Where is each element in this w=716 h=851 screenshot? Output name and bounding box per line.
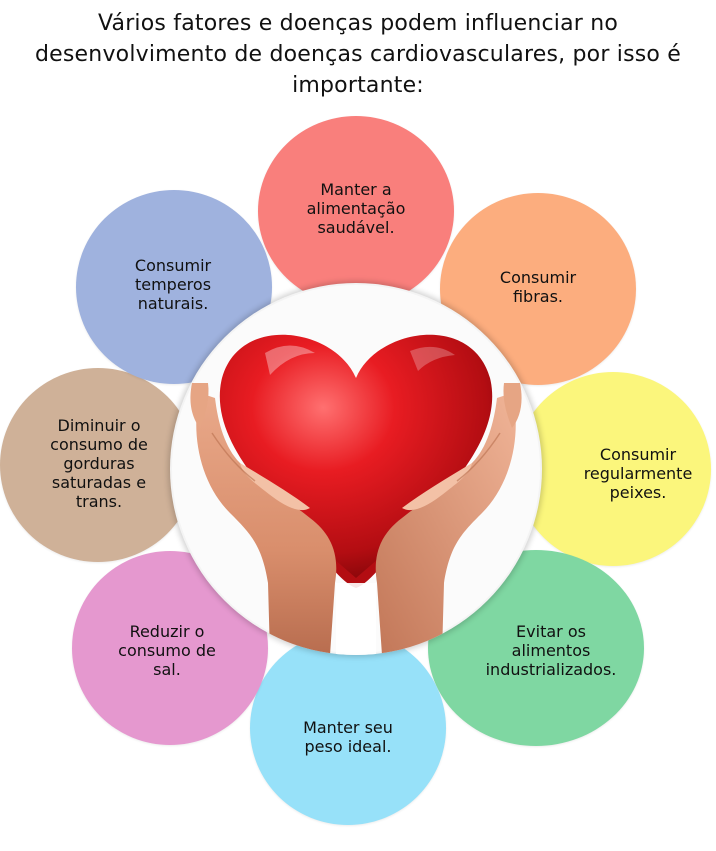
petal-fish-text: Consumir regularmente peixes. (584, 445, 693, 502)
petal-natural-seasoning-text: Consumir temperos naturais. (135, 256, 211, 313)
title-line-1: Vários fatores e doenças podem influenci… (97, 11, 619, 36)
petal-line: regularmente (583, 463, 693, 483)
title-line-2: desenvolvimento de doenças cardiovascula… (35, 42, 681, 67)
petal-line: Diminuir o (57, 415, 141, 435)
petal-line: alimentos (511, 640, 591, 660)
petal-line: saturadas e (51, 472, 147, 492)
petal-line: consumo de (50, 434, 148, 454)
petal-line: Consumir (134, 255, 212, 275)
petal-ideal-weight: Manter seu peso ideal. (250, 631, 446, 825)
petal-line: sal. (153, 659, 181, 679)
petal-saturated-fat: Diminuir o consumo de gorduras saturadas… (0, 368, 196, 562)
petal-fiber-text: Consumir fibras. (500, 268, 576, 306)
petal-line: industrializados. (485, 659, 617, 679)
diagram-title: Vários fatores e doenças podem influenci… (20, 8, 696, 101)
petal-line: Reduzir o (129, 621, 205, 641)
petal-line: Consumir (599, 444, 677, 464)
heart-in-hands-icon (172, 285, 540, 655)
petal-line: temperos (134, 274, 212, 294)
petal-healthy-diet-text: Manter a alimentação saudável. (307, 180, 406, 237)
petal-line: trans. (75, 491, 123, 511)
petal-line: naturais. (137, 293, 209, 313)
petal-line: Manter a (320, 179, 392, 199)
petal-line: alimentação (306, 198, 406, 218)
petal-line: Consumir (499, 268, 577, 287)
petal-line: Evitar os (516, 621, 586, 641)
center-heart-image (170, 283, 542, 655)
petal-line: saudável. (317, 217, 395, 237)
petal-line: Manter seu (303, 718, 393, 737)
petal-fish: Consumir regularmente peixes. (515, 372, 711, 566)
petal-line: consumo de (118, 640, 216, 660)
petal-ideal-weight-text: Manter seu peso ideal. (303, 718, 393, 756)
petal-line: gorduras (63, 453, 135, 473)
title-line-3: importante: (292, 73, 424, 98)
petal-salt-text: Reduzir o consumo de sal. (118, 622, 216, 679)
petal-healthy-diet: Manter a alimentação saudável. (258, 116, 454, 306)
petal-saturated-fat-text: Diminuir o consumo de gorduras saturadas… (50, 416, 148, 511)
petal-processed-food-text: Evitar os alimentos industrializados. (486, 622, 617, 679)
petal-line: peso ideal. (304, 737, 392, 756)
petal-line: fibras. (512, 287, 564, 306)
petal-line: peixes. (609, 482, 667, 502)
